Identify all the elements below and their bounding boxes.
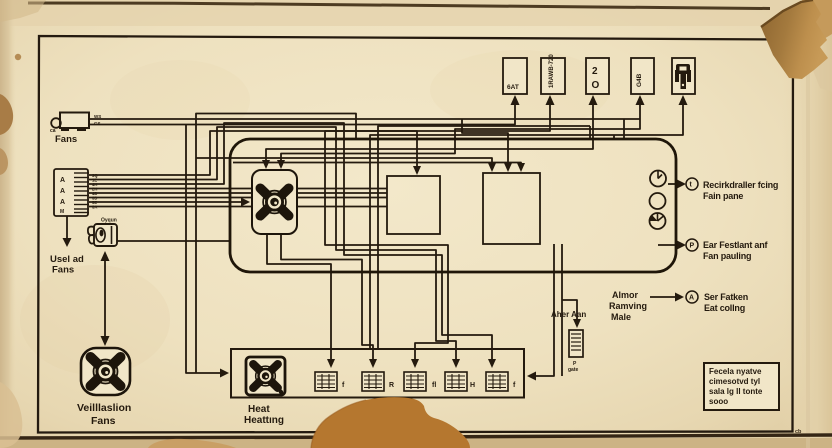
- svg-text:sala lg Il tonte: sala lg Il tonte: [709, 387, 763, 396]
- svg-text:Usel ad: Usel ad: [50, 254, 84, 265]
- svg-text:3A: 3A: [92, 205, 97, 210]
- svg-text:R: R: [389, 382, 394, 389]
- svg-text:cb: cb: [795, 429, 802, 435]
- svg-text:A: A: [60, 177, 65, 184]
- svg-text:Veilllaslion: Veilllaslion: [77, 402, 131, 414]
- svg-text:P: P: [690, 243, 695, 250]
- svg-text:Eat collng: Eat collng: [704, 303, 745, 313]
- svg-text:Fans: Fans: [55, 134, 77, 145]
- svg-text:Oyqun: Oyqun: [101, 218, 117, 224]
- svg-text:A: A: [60, 188, 65, 195]
- svg-text:GS: GS: [94, 121, 101, 126]
- svg-text:f: f: [513, 382, 516, 389]
- svg-text:Male: Male: [611, 312, 631, 322]
- svg-text:Aher Aan: Aher Aan: [551, 310, 586, 319]
- svg-text:4D: 4D: [92, 191, 97, 196]
- svg-text:WS: WS: [94, 114, 101, 119]
- svg-text:G4B: G4B: [636, 73, 643, 87]
- svg-text:Ramving: Ramving: [609, 301, 647, 311]
- svg-text:Heat: Heat: [248, 404, 270, 415]
- svg-text:sooo: sooo: [709, 397, 728, 406]
- svg-text:3Q: 3Q: [92, 173, 98, 178]
- svg-text:6AT: 6AT: [507, 84, 519, 91]
- svg-text:t: t: [690, 182, 693, 189]
- svg-text:2H: 2H: [92, 187, 97, 192]
- svg-text:4H: 4H: [92, 182, 97, 187]
- svg-text:3D: 3D: [92, 196, 97, 201]
- svg-text:Fans: Fans: [91, 415, 116, 427]
- svg-text:f: f: [342, 382, 345, 389]
- svg-text:Ear Festlant anf: Ear Festlant anf: [703, 240, 769, 250]
- svg-text:M: M: [60, 209, 64, 215]
- svg-text:A: A: [689, 295, 694, 302]
- svg-text:Fain pane: Fain pane: [703, 191, 743, 201]
- svg-text:2: 2: [592, 66, 598, 77]
- svg-text:5E: 5E: [92, 200, 97, 205]
- svg-text:1E: 1E: [92, 178, 97, 183]
- svg-text:Heattıng: Heattıng: [244, 415, 284, 426]
- svg-text:Fecela nyatve: Fecela nyatve: [709, 367, 762, 376]
- svg-text:cimesotvd tyl: cimesotvd tyl: [709, 377, 760, 386]
- svg-text:Fans: Fans: [52, 265, 74, 276]
- svg-text:1RAWB-720: 1RAWB-720: [549, 54, 555, 88]
- svg-text:H: H: [470, 382, 475, 389]
- svg-text:O: O: [592, 80, 600, 91]
- svg-text:Recirkdraller fcing: Recirkdraller fcing: [703, 180, 778, 190]
- svg-text:Almor: Almor: [612, 290, 639, 300]
- svg-text:ca: ca: [50, 128, 56, 134]
- svg-text:P: P: [573, 361, 577, 367]
- svg-text:A: A: [60, 199, 65, 206]
- svg-text:gate: gate: [568, 367, 579, 373]
- svg-text:Ser Fatken: Ser Fatken: [704, 292, 748, 302]
- svg-text:fl: fl: [432, 382, 436, 389]
- svg-text:Fan pauling: Fan pauling: [703, 251, 751, 261]
